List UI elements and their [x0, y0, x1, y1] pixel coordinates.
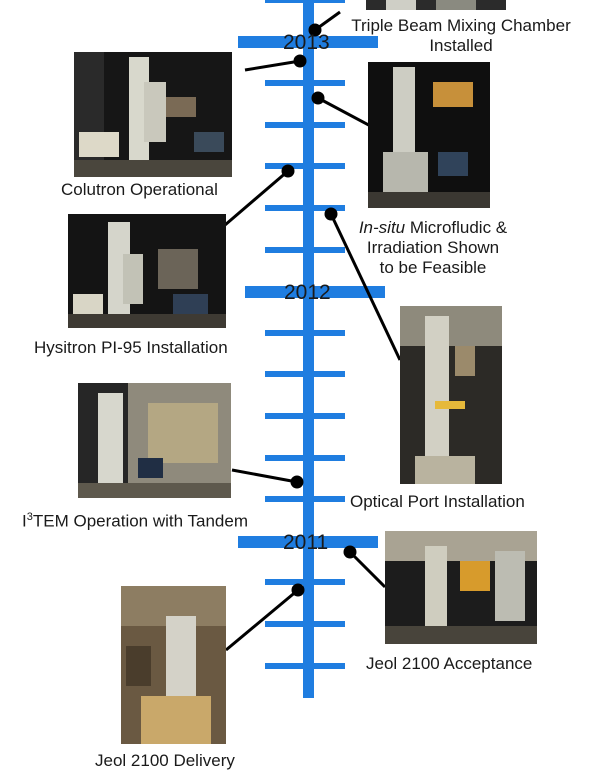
- photo-colutron: [74, 52, 232, 177]
- connector-dot-insitu: [324, 207, 338, 221]
- connector-colutron: [244, 59, 301, 72]
- caption-triple-beam: Triple Beam Mixing Chamber Installed: [333, 16, 589, 56]
- photo-hysitron: [68, 214, 226, 328]
- caption-jeol-acceptance: Jeol 2100 Acceptance: [366, 654, 533, 673]
- connector-jeol-acceptance: [348, 550, 387, 589]
- connector-jeol-delivery: [225, 588, 299, 652]
- year-label-2012: 2012: [284, 281, 331, 304]
- photo-insitu: [368, 62, 490, 208]
- photo-jeol-delivery: [121, 586, 226, 744]
- caption-insitu-line2: Irradiation Shown: [366, 238, 500, 257]
- connector-dot-insitu-photo: [311, 91, 325, 105]
- timeline-spine: [303, 0, 314, 698]
- photo-jeol-acceptance: [385, 531, 537, 644]
- connector-dot-triple-beam: [308, 23, 322, 37]
- caption-i3tem-prefix: I: [22, 511, 27, 531]
- connector-dot-jeol-delivery: [291, 583, 305, 597]
- connector-dot-jeol-acceptance: [343, 545, 357, 559]
- year-bar-2013: [238, 36, 378, 48]
- photo-triple-beam: [366, 0, 506, 10]
- year-bar-2012: [245, 286, 385, 298]
- caption-hysitron: Hysitron PI-95 Installation: [34, 338, 228, 357]
- caption-i3tem-sup: 3: [26, 511, 33, 523]
- caption-i3tem-rest: TEM Operation with Tandem: [32, 511, 248, 531]
- caption-i3tem: I3TEM Operation with Tandem: [22, 507, 248, 532]
- caption-insitu-line3: to be Feasible: [379, 258, 487, 277]
- connector-dot-i3tem: [290, 475, 304, 489]
- caption-insitu-italic: In-situ: [358, 218, 406, 237]
- caption-optical-port: Optical Port Installation: [350, 492, 525, 511]
- year-label-2013: 2013: [283, 31, 330, 54]
- connector-i3tem: [231, 468, 298, 484]
- caption-colutron: Colutron Operational: [61, 180, 218, 199]
- caption-insitu-line1: In-situ Microfludic &: [338, 218, 528, 238]
- connector-insitu: [329, 213, 402, 361]
- caption-insitu: In-situ Microfludic & Irradiation Shown …: [338, 218, 528, 278]
- year-bar-2011: [238, 536, 378, 548]
- connector-dot-colutron: [293, 54, 307, 68]
- year-label-2011: 2011: [283, 531, 329, 554]
- caption-jeol-delivery: Jeol 2100 Delivery: [95, 751, 235, 770]
- caption-triple-beam-line1: Triple Beam Mixing Chamber: [351, 16, 571, 35]
- caption-insitu-rest: Microfludic &: [405, 218, 508, 237]
- photo-optical-port: [400, 306, 502, 484]
- connector-hysitron: [224, 169, 289, 227]
- photo-i3tem: [78, 383, 231, 498]
- caption-triple-beam-line2: Installed: [429, 36, 493, 55]
- connector-dot-hysitron: [281, 164, 295, 178]
